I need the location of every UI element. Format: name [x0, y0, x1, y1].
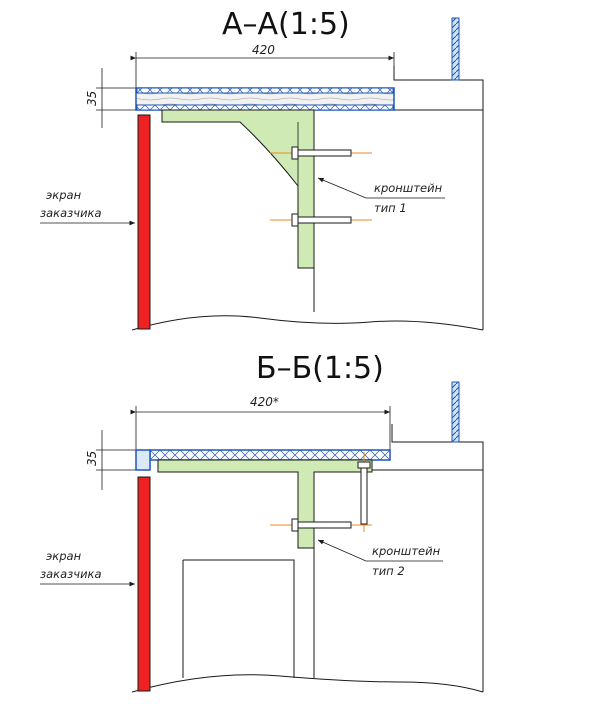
bracket-label-line2: тип 2 [372, 564, 405, 578]
customer-screen [137, 476, 151, 692]
opening-outline [183, 559, 295, 678]
bolt [270, 518, 372, 532]
bracket-label-line1: кронштейн [372, 544, 441, 558]
panel-top-layer [136, 87, 394, 94]
bracket-type-2 [157, 459, 373, 549]
panel-bottom-layer [136, 104, 394, 111]
break-line [131, 674, 484, 693]
screen-label-line2: заказчика [40, 206, 102, 220]
width-dimension: 420 [252, 43, 275, 57]
bracket-type-1 [161, 109, 315, 269]
view-title: Б–Б(1:5) [256, 351, 384, 386]
break-line [131, 315, 484, 331]
view-title: А–А(1:5) [222, 7, 350, 42]
view-a-a: А–А(1:5) 420 35 [40, 7, 484, 331]
bolt [270, 146, 372, 160]
rebar-post [451, 381, 460, 443]
screen-label-line1: экран [46, 188, 82, 202]
rebar-post [451, 17, 460, 81]
bolt [270, 213, 372, 227]
bracket-label-line1: кронштейн [374, 181, 443, 195]
wall-outline [314, 66, 484, 111]
screen-label-line1: экран [46, 549, 82, 563]
bolt [357, 452, 371, 532]
wall-outline [314, 424, 484, 471]
bracket-leader [317, 177, 445, 199]
customer-screen [137, 114, 151, 330]
bracket-leader [317, 539, 443, 562]
thickness-dimension: 35 [85, 451, 99, 466]
panel-edge [135, 449, 151, 471]
countertop-panel [149, 449, 391, 461]
bracket-label-line2: тип 1 [374, 201, 407, 215]
screen-label-line2: заказчика [40, 567, 102, 581]
view-b-b: Б–Б(1:5) 420* 35 [40, 351, 484, 693]
width-dimension: 420* [250, 395, 279, 409]
thickness-dimension: 35 [85, 91, 99, 106]
